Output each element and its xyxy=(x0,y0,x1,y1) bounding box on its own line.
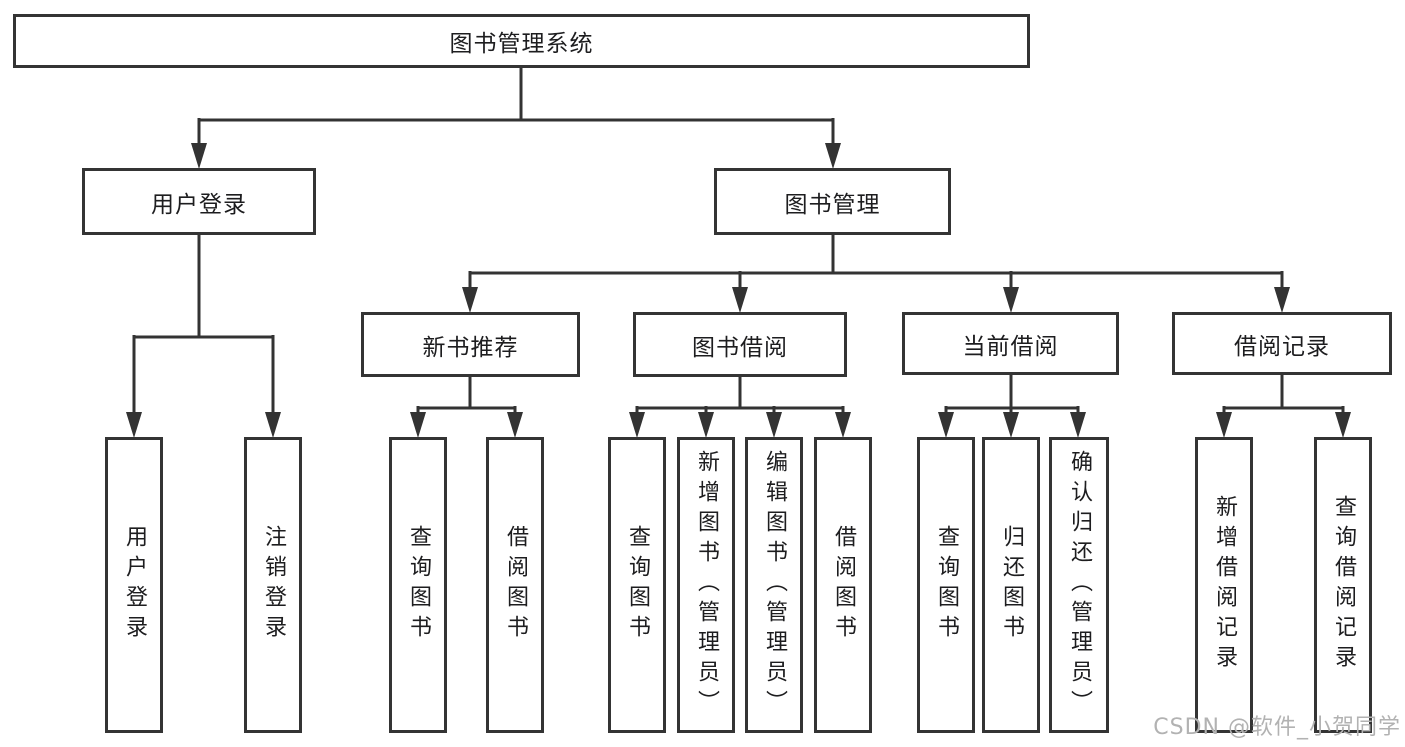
node-book-management: 图书管理 xyxy=(714,168,951,235)
leaf-query-books-current: 查询图书 xyxy=(917,437,975,733)
leaf-add-books-admin: 新增图书（管理员） xyxy=(677,437,735,733)
leaf-user-login: 用户登录 xyxy=(105,437,163,733)
leaf-borrow-books-recommend-label: 借阅图书 xyxy=(503,525,528,645)
leaf-query-books-recommend: 查询图书 xyxy=(389,437,447,733)
leaf-query-books-borrow: 查询图书 xyxy=(608,437,666,733)
leaf-return-books: 归还图书 xyxy=(982,437,1040,733)
csdn-watermark: CSDN @软件_小贺同学 xyxy=(1153,715,1401,740)
leaf-logout: 注销登录 xyxy=(244,437,302,733)
node-book-management-label: 图书管理 xyxy=(784,191,881,218)
leaf-user-login-label: 用户登录 xyxy=(122,525,147,645)
leaf-add-borrow-record: 新增借阅记录 xyxy=(1195,437,1253,733)
leaf-query-books-recommend-label: 查询图书 xyxy=(406,525,431,645)
leaf-edit-books-admin: 编辑图书（管理员） xyxy=(745,437,803,733)
leaf-confirm-return-admin: 确认归还（管理员） xyxy=(1049,437,1109,733)
node-root-label: 图书管理系统 xyxy=(449,31,594,57)
node-borrow-records-label: 借阅记录 xyxy=(1234,333,1330,360)
leaf-query-books-current-label: 查询图书 xyxy=(934,525,959,645)
node-book-borrow-label: 图书借阅 xyxy=(692,334,788,361)
leaf-edit-books-admin-label: 编辑图书（管理员） xyxy=(762,450,787,720)
leaf-query-borrow-record: 查询借阅记录 xyxy=(1314,437,1372,733)
leaf-logout-label: 注销登录 xyxy=(261,525,286,645)
leaf-add-borrow-record-label: 新增借阅记录 xyxy=(1212,495,1237,675)
node-user-login: 用户登录 xyxy=(82,168,316,235)
leaf-borrow-books-recommend: 借阅图书 xyxy=(486,437,544,733)
node-user-login-label: 用户登录 xyxy=(151,191,247,218)
node-book-borrow: 图书借阅 xyxy=(633,312,847,377)
node-new-book-recommend-label: 新书推荐 xyxy=(422,334,519,361)
node-borrow-records: 借阅记录 xyxy=(1172,312,1392,375)
leaf-add-books-admin-label: 新增图书（管理员） xyxy=(694,450,719,720)
node-current-borrow: 当前借阅 xyxy=(902,312,1119,375)
leaf-query-books-borrow-label: 查询图书 xyxy=(625,525,650,645)
leaf-query-borrow-record-label: 查询借阅记录 xyxy=(1331,495,1356,675)
node-new-book-recommend: 新书推荐 xyxy=(361,312,580,377)
leaf-borrow-books-label: 借阅图书 xyxy=(831,525,856,645)
leaf-borrow-books: 借阅图书 xyxy=(814,437,872,733)
leaf-return-books-label: 归还图书 xyxy=(999,525,1024,645)
node-root: 图书管理系统 xyxy=(13,14,1030,68)
node-current-borrow-label: 当前借阅 xyxy=(962,333,1059,360)
leaf-confirm-return-admin-label: 确认归还（管理员） xyxy=(1067,450,1092,720)
